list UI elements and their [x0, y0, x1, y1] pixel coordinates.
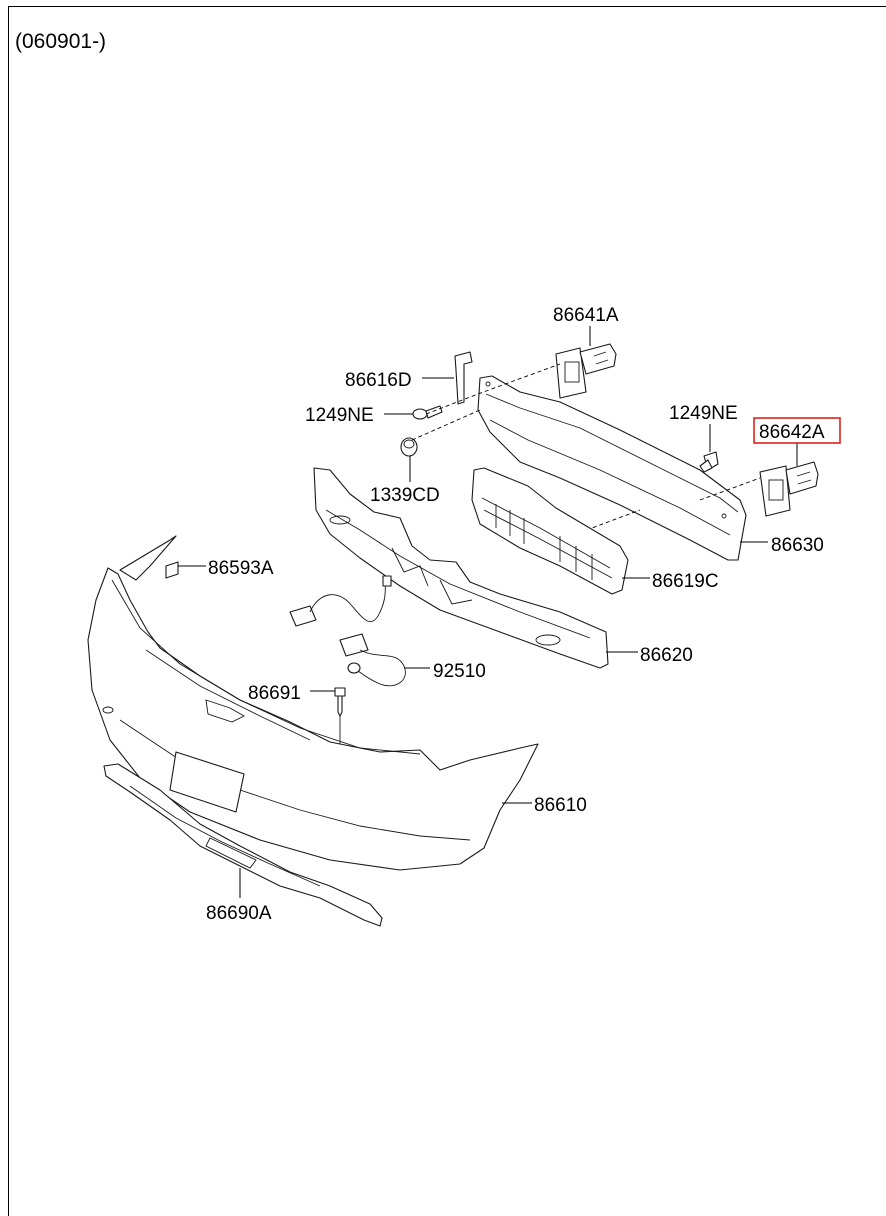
label-86593A[interactable]: 86593A [208, 558, 274, 579]
part-86642A-bracket [759, 461, 819, 517]
part-1339CD-grommet [400, 437, 418, 457]
part-86630-beam [477, 375, 747, 561]
label-1339CD[interactable]: 1339CD [370, 485, 440, 506]
label-86630[interactable]: 86630 [771, 535, 824, 556]
part-86620-absorber [313, 467, 609, 669]
label-86619C[interactable]: 86619C [652, 571, 719, 592]
part-1249NE-right-bolt [699, 451, 719, 473]
part-92510-wiring [289, 575, 406, 687]
part-86690A-lower-trim [103, 763, 383, 927]
date-code: (060901-) [15, 30, 106, 53]
label-86620[interactable]: 86620 [640, 645, 693, 666]
part-86691-screw [334, 687, 346, 748]
assembly-line-2 [411, 409, 481, 441]
part-1249NE-left-bolt [412, 405, 443, 420]
label-1249NE-left[interactable]: 1249NE [305, 405, 374, 426]
label-86616D[interactable]: 86616D [345, 370, 412, 391]
label-92510[interactable]: 92510 [433, 661, 486, 682]
assembly-line-3 [699, 477, 761, 501]
highlight-box-86642A [753, 417, 841, 444]
part-86616D-strap [454, 351, 473, 405]
label-86691[interactable]: 86691 [248, 683, 301, 704]
label-86690A[interactable]: 86690A [206, 903, 272, 924]
diagram-frame [8, 6, 886, 1216]
label-86610[interactable]: 86610 [534, 795, 587, 816]
part-86593A-clip [165, 561, 179, 579]
part-86610-bumper-cover [87, 535, 539, 871]
label-1249NE-right[interactable]: 1249NE [669, 403, 738, 424]
part-86641A-bracket [555, 343, 617, 399]
label-86642A[interactable]: 86642A [759, 422, 825, 443]
assembly-line-1 [425, 363, 561, 415]
part-86619C-bracket [471, 467, 629, 595]
label-86641A[interactable]: 86641A [553, 305, 619, 326]
